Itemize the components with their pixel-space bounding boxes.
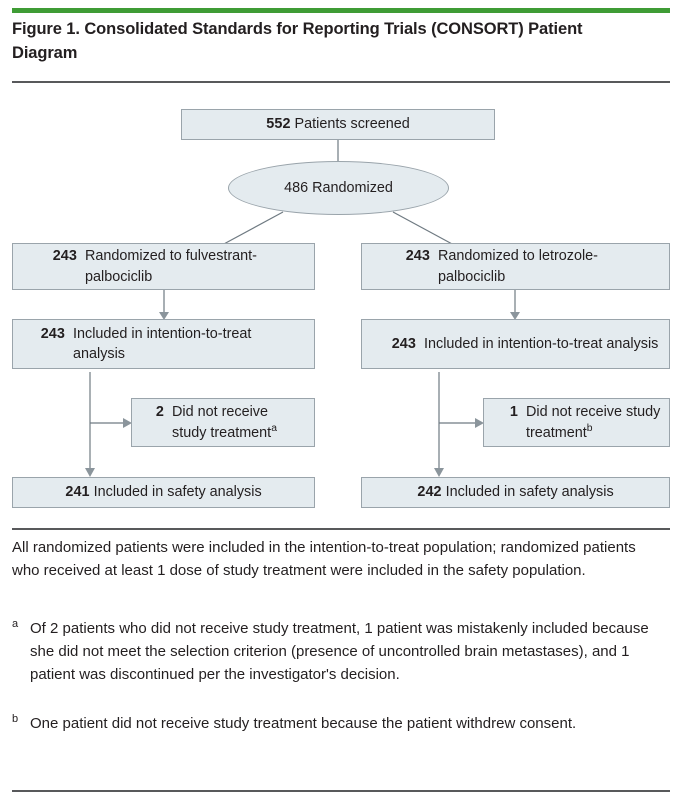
box-arm2-assignment: 243 Randomized to letrozole-palbociclib <box>361 243 670 290</box>
note-footnote-b-marker: b <box>12 713 19 725</box>
box-arm2-safety-label: Included in safety analysis <box>445 484 614 501</box>
box-arm2-excluded-count: 1 <box>509 404 518 421</box>
box-arm1-excluded-text: 2 Did not receive study treatmenta <box>148 402 306 443</box>
ellipse-randomized-count: 486 <box>284 180 309 196</box>
box-arm2-excluded-text: 1 Did not receive study treatmentb <box>502 402 661 443</box>
box-arm1-itt-text: 243 Included in intention-to-treat analy… <box>33 324 304 365</box>
box-arm2-assignment-count: 243 <box>405 248 430 265</box>
notes-divider-rule <box>12 528 670 530</box>
box-patients-screened-count: 552 <box>266 116 291 133</box>
box-arm2-safety-text: 242 Included in safety analysis <box>417 482 613 502</box>
box-arm2-assignment-label: Randomized to letrozole-palbociclib <box>438 248 598 285</box>
box-arm1-excluded-footnote-marker: a <box>271 422 277 434</box>
bottom-divider-rule <box>12 790 670 792</box>
ellipse-randomized-text: 486 Randomized <box>284 180 393 196</box>
figure-title: Figure 1. Consolidated Standards for Rep… <box>12 20 583 62</box>
box-arm1-assignment: 243 Randomized to fulvestrant-palbocicli… <box>12 243 315 290</box>
ellipse-randomized: 486 Randomized <box>228 161 449 215</box>
box-arm2-excluded-footnote-marker: b <box>586 422 593 434</box>
box-arm1-safety: 241 Included in safety analysis <box>12 477 315 508</box>
box-arm1-excluded: 2 Did not receive study treatmenta <box>131 398 315 447</box>
box-arm2-itt: 243 Included in intention-to-treat analy… <box>361 319 670 369</box>
note-footnote-a-marker: a <box>12 618 19 630</box>
box-arm1-safety-count: 241 <box>65 484 90 501</box>
box-arm1-itt: 243 Included in intention-to-treat analy… <box>12 319 315 369</box>
top-accent-rule <box>12 8 670 13</box>
note-general: All randomized patients were included in… <box>12 539 636 579</box>
box-patients-screened-label: Patients screened <box>294 116 410 133</box>
box-patients-screened-text: 552 Patients screened <box>266 114 410 134</box>
box-arm2-assignment-text: 243 Randomized to letrozole-palbociclib <box>398 246 659 287</box>
box-patients-screened: 552 Patients screened <box>181 109 495 140</box>
title-divider-rule <box>12 81 670 83</box>
box-arm2-excluded-label: Did not receive study treatment <box>526 404 661 441</box>
box-arm2-itt-count: 243 <box>391 335 416 352</box>
box-arm2-safety-count: 242 <box>417 484 442 501</box>
box-arm2-itt-text: 243 Included in intention-to-treat analy… <box>384 334 659 354</box>
box-arm1-safety-label: Included in safety analysis <box>93 484 262 501</box>
ellipse-randomized-label: Randomized <box>312 180 393 196</box>
box-arm1-assignment-text: 243 Randomized to fulvestrant-palbocicli… <box>45 246 304 287</box>
box-arm1-excluded-label: Did not receive study treatment <box>172 404 272 441</box>
box-arm1-excluded-count: 2 <box>155 404 164 421</box>
note-footnote-b: b One patient did not receive study treat… <box>12 713 652 736</box>
box-arm1-itt-count: 243 <box>40 325 65 342</box>
box-arm1-assignment-label: Randomized to fulvestrant-palbociclib <box>85 248 257 285</box>
box-arm2-safety: 242 Included in safety analysis <box>361 477 670 508</box>
box-arm1-assignment-count: 243 <box>52 248 77 265</box>
box-arm1-itt-label: Included in intention-to-treat analysis <box>73 325 252 362</box>
box-arm2-excluded: 1 Did not receive study treatmentb <box>483 398 670 447</box>
box-arm2-itt-label: Included in intention-to-treat analysis <box>424 335 659 352</box>
note-footnote-a-text: Of 2 patients who did not receive study … <box>30 620 649 683</box>
note-footnote-b-text: One patient did not receive study treatm… <box>30 715 577 732</box>
note-footnote-a: a Of 2 patients who did not receive study… <box>12 618 652 686</box>
box-arm1-safety-text: 241 Included in safety analysis <box>65 482 261 502</box>
